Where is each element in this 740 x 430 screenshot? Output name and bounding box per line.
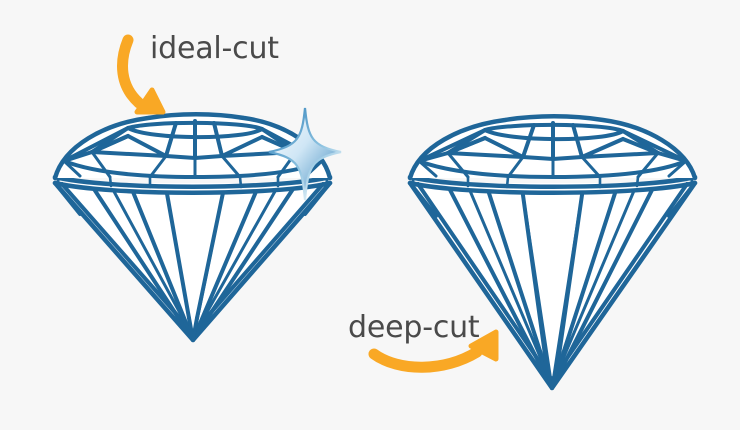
annotation-ideal-cut: ideal-cut [117,31,279,115]
deep-cut-arrow [368,329,499,373]
right-diamond-girdle [407,174,698,195]
deep-cut-label: deep-cut [348,310,480,345]
annotation-deep-cut: deep-cut [348,310,499,373]
right-diamond-pavilion [407,180,698,391]
right-diamond-deep-cut [407,114,698,391]
right-diamond-crown [407,114,698,189]
ideal-cut-label: ideal-cut [150,31,279,66]
left-diamond-girdle [52,174,333,195]
sparkle-icon [268,107,342,201]
left-diamond-ideal-cut [52,112,333,343]
left-diamond-pavilion [52,180,333,343]
ideal-cut-arrow [117,34,166,115]
